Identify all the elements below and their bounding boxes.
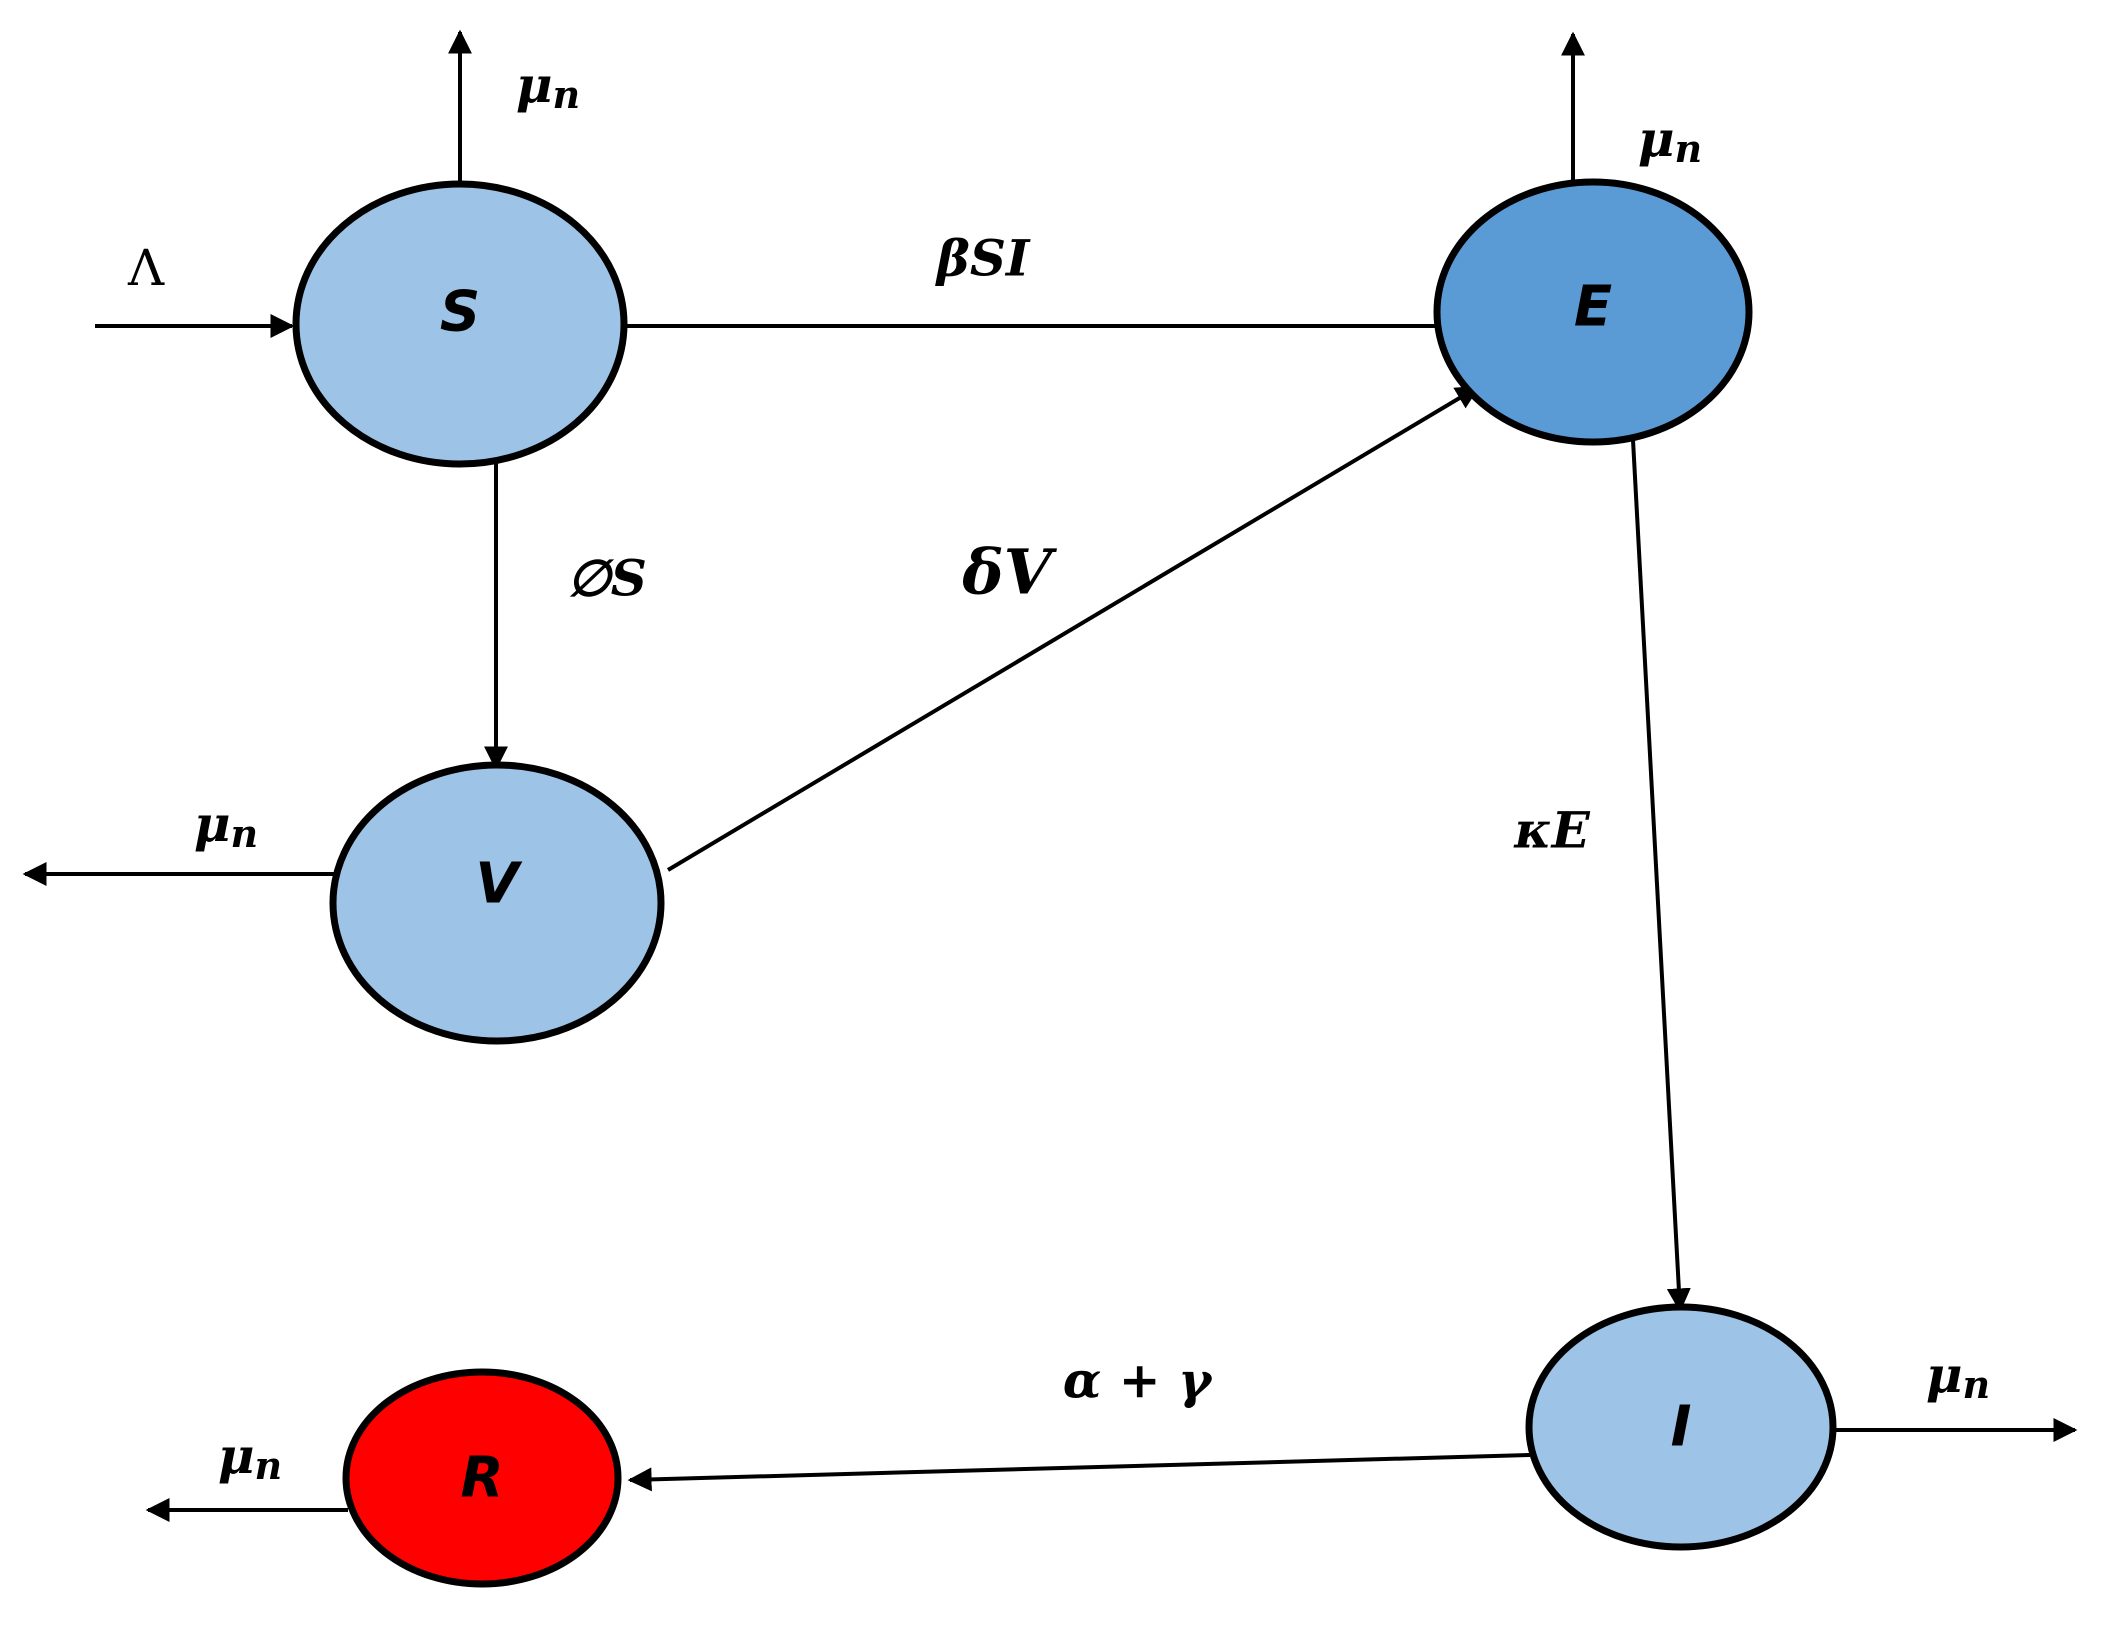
infection-label: βSI [935, 229, 1031, 288]
node-r: R [342, 1368, 622, 1588]
node-r-label: R [460, 1446, 503, 1511]
i-death-label: μn [1926, 1345, 1990, 1407]
vaccine-failure-label: δV [961, 536, 1057, 609]
node-i: I [1525, 1303, 1837, 1551]
node-r-shape [342, 1368, 622, 1588]
progression-label: κE [1513, 801, 1590, 860]
node-i-label: I [1671, 1395, 1692, 1460]
vaccination-label: ∅S [567, 549, 647, 608]
vaccine-failure-arrow [666, 385, 1481, 872]
recruitment-label: Λ [127, 239, 165, 297]
recovery-label: α + γ [1063, 1351, 1213, 1410]
node-s: S [292, 180, 628, 468]
r-death-label: μn [218, 1426, 282, 1488]
node-s-shape [292, 180, 628, 468]
node-v: V [329, 761, 665, 1045]
s-death-label: μn [516, 55, 580, 117]
progression-arrow [1631, 439, 1691, 1313]
e-death-label: μn [1638, 109, 1702, 171]
node-e-shape [1433, 178, 1753, 446]
node-e-label: E [1574, 275, 1612, 340]
v-death-label: μn [194, 794, 258, 856]
node-i-shape [1525, 1303, 1837, 1551]
node-e: E [1433, 178, 1753, 446]
recovery-arrow [627, 1453, 1531, 1492]
node-v-shape [329, 761, 665, 1045]
node-s-label: S [440, 280, 480, 345]
node-v-label: V [475, 852, 523, 917]
